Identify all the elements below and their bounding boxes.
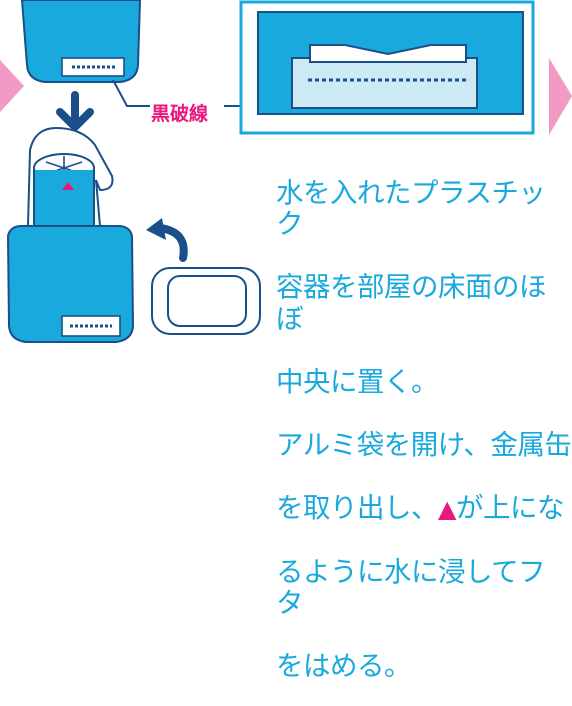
left-next-arrow (0, 60, 24, 112)
instruction-line-5a: を取り出し、 (276, 491, 439, 524)
instruction-line-7: をはめる。 (276, 650, 412, 682)
up-arrow-mark (62, 182, 74, 190)
right-next-arrow (549, 58, 572, 135)
instruction-line-4: アルミ袋を開け、金属缶 (276, 428, 572, 461)
instruction-text: 水を入れたプラスチック 容器を部屋の床面のほぼ 中央に置く。 アルミ袋を開け、金… (276, 146, 572, 706)
top-container (20, 0, 142, 83)
instruction-line-5: を取り出し、▲が上にな (276, 491, 572, 526)
black-dashed-line-label: 黒破線 (151, 103, 209, 125)
instruction-line-2: 容器を部屋の床面のほぼ (276, 271, 547, 335)
instruction-line-6: るように水に浸してフタ (276, 555, 546, 619)
detail-box (239, 0, 535, 135)
instruction-line-5b: が上にな (455, 491, 565, 524)
curved-arrow (156, 224, 188, 262)
instruction-line-3: 中央に置く。 (276, 365, 439, 398)
callout-line (112, 79, 150, 107)
bottom-container (6, 225, 135, 343)
up-arrow-icon: ▲ (438, 494, 456, 523)
down-arrow (56, 91, 94, 131)
lid (151, 267, 261, 335)
instruction-line-1: 水を入れたプラスチック (276, 176, 546, 240)
illustration (0, 0, 572, 343)
